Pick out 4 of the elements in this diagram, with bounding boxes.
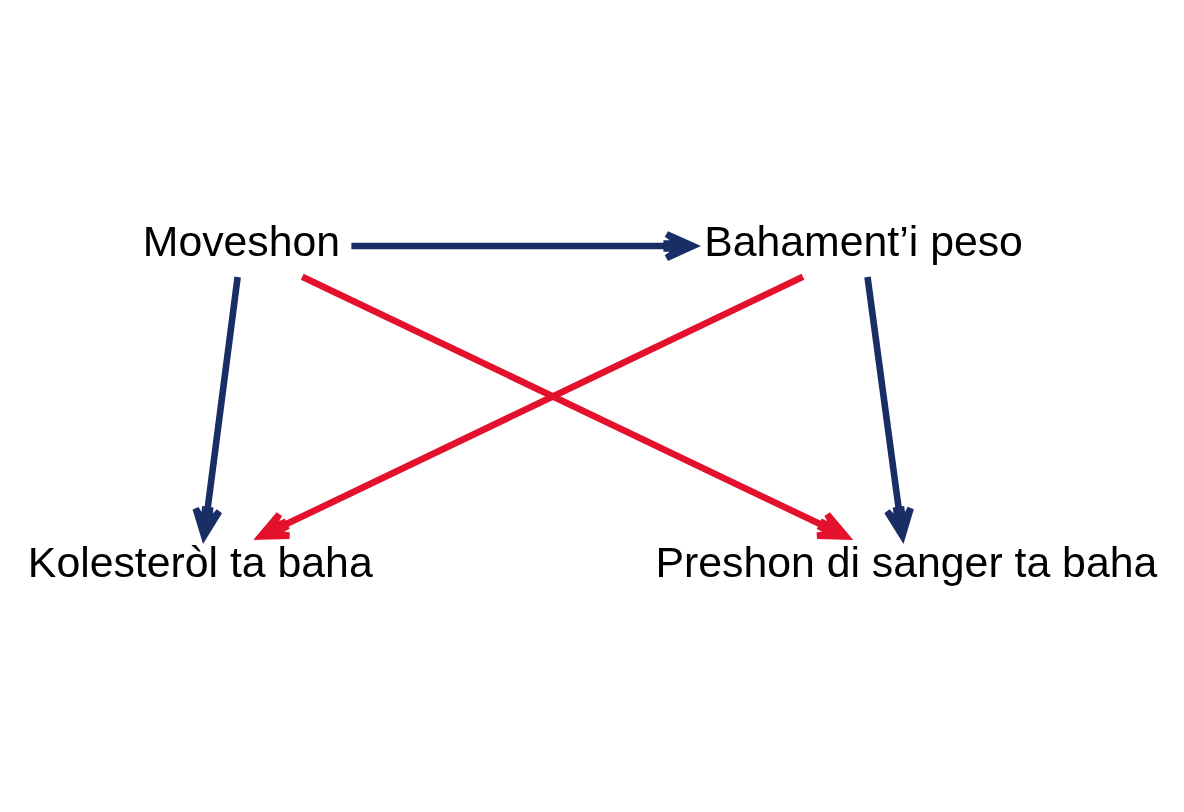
node-text: Kolesteròl ta baha: [27, 537, 373, 586]
node-text: Moveshon: [142, 216, 341, 265]
node-text: Bahament’i peso: [704, 216, 1023, 265]
node-text: Preshon di sanger ta baha: [655, 537, 1158, 586]
